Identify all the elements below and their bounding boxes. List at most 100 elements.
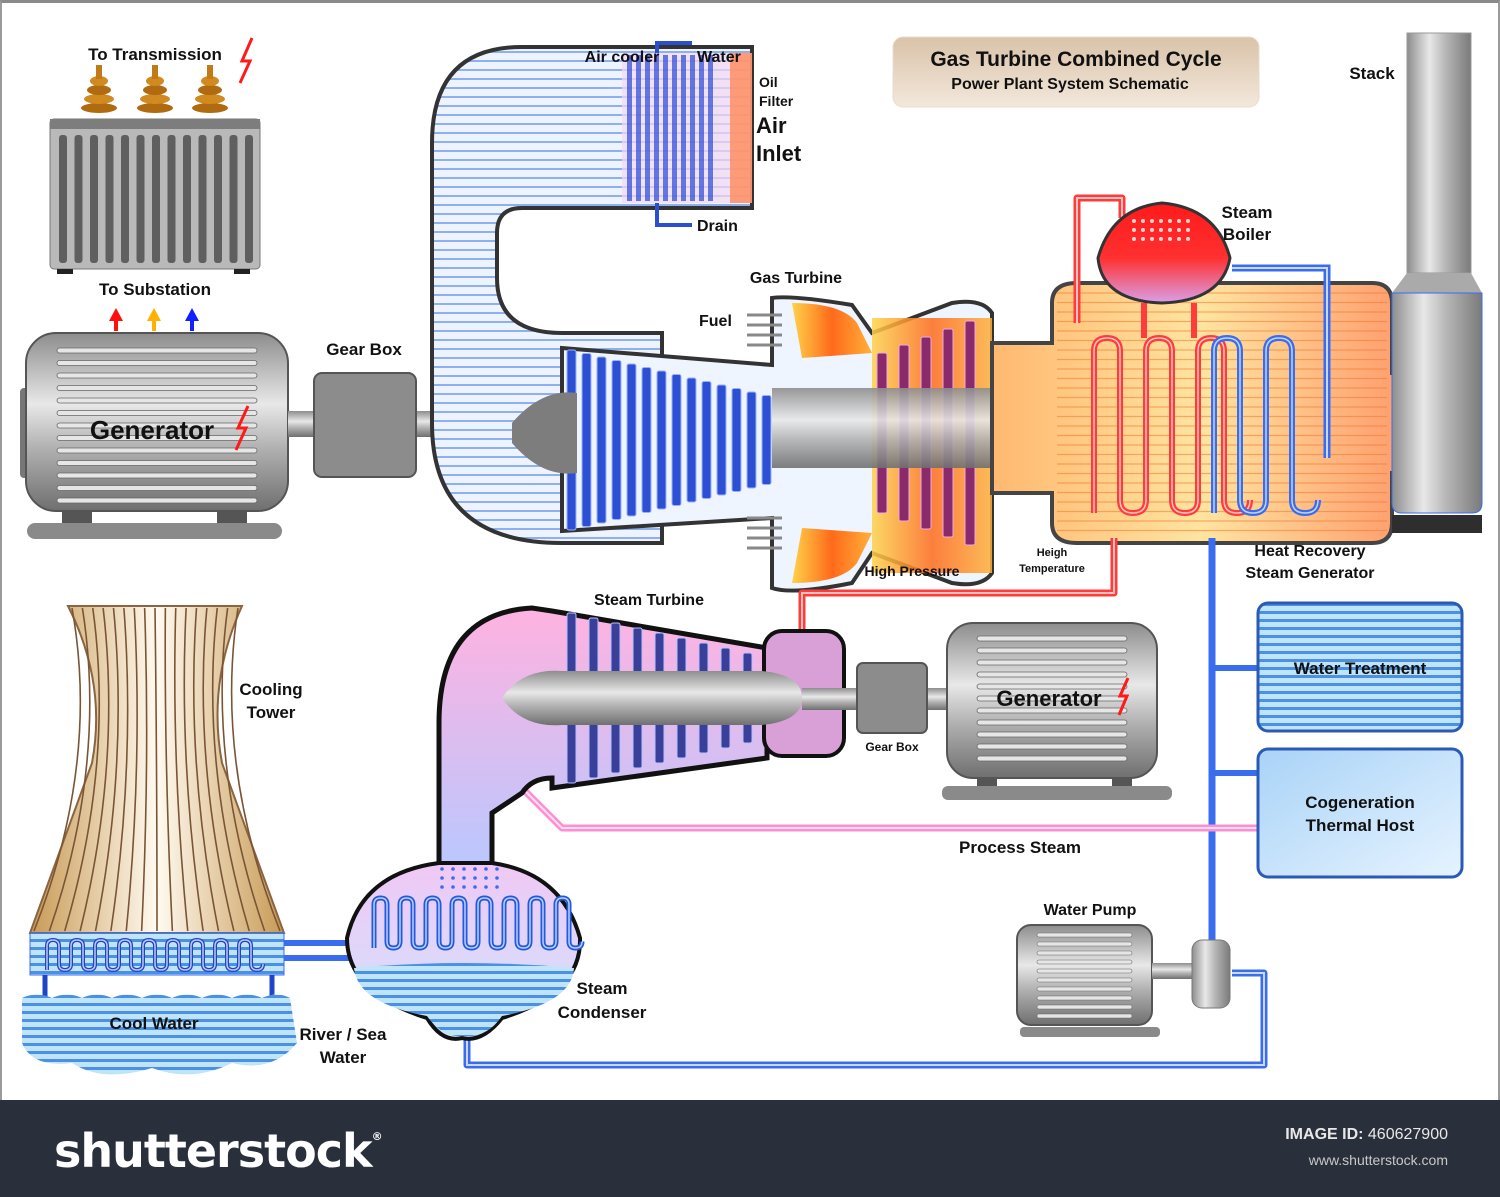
transformer-fin [136, 135, 145, 263]
bubble [1168, 219, 1172, 223]
generator-label: Generator [90, 415, 214, 445]
transformer-fin [152, 135, 160, 263]
bubble [1177, 237, 1181, 241]
tower-rib [140, 607, 148, 932]
lightning-icon [234, 405, 250, 451]
phase-arrow-icon [109, 308, 123, 331]
superheater-coil [1091, 303, 1253, 516]
vent-slot [976, 671, 1128, 678]
schematic-diagram: Gas Turbine Combined Cycle Power Plant S… [20, 32, 1483, 1075]
bubble [1141, 228, 1145, 232]
bubble [1150, 228, 1154, 232]
air-intake-duct: Air cooler Water Oil Filter Air Inlet Dr… [430, 41, 802, 545]
droplet [462, 876, 466, 880]
high-temp-label-1: Heigh [1037, 547, 1068, 559]
droplet [484, 885, 488, 889]
vent-slot [976, 707, 1128, 714]
transformer-fin [229, 135, 238, 263]
compressor-blade [596, 356, 607, 524]
steam-turbine-rotor [502, 670, 802, 726]
transformer: To Transmission To Substation [49, 37, 261, 331]
pump-impeller-housing [1191, 939, 1231, 1009]
vent-slot [976, 647, 1128, 654]
transformer-fin [121, 135, 129, 263]
cooler-tube [627, 55, 632, 201]
boiler-label: Boiler [1223, 225, 1272, 244]
tower-rib [192, 607, 220, 932]
inlet-label: Inlet [756, 141, 802, 166]
transformer-fin [59, 135, 67, 263]
boiler-bubbles [1132, 219, 1190, 241]
water-pump-label: Water Pump [1044, 902, 1137, 919]
vent-slot [976, 635, 1128, 642]
compressor-blade [656, 370, 667, 510]
droplet [484, 867, 488, 871]
vent-slot [56, 460, 258, 466]
cooler-tube [663, 55, 668, 201]
generator-vents [976, 635, 1128, 762]
tower-coil-tube-highlight [46, 939, 264, 971]
river-label-2: Water [320, 1048, 367, 1067]
vent-slot [976, 683, 1128, 690]
gearbox-steam-label: Gear Box [865, 740, 919, 754]
site-link[interactable]: www.shutterstock.com [1308, 1152, 1448, 1168]
cogen-label-1: Cogeneration [1305, 793, 1415, 812]
vent-slot [1036, 977, 1133, 983]
vent-slot [56, 497, 258, 504]
vent-slot [1036, 968, 1133, 974]
droplet [462, 885, 466, 889]
bubble [1132, 228, 1136, 232]
phase-arrow-icon [147, 308, 161, 331]
transformer-fin [214, 135, 222, 263]
filter-label: Filter [759, 93, 794, 109]
brand-logo[interactable]: shutterstock® [54, 1124, 383, 1178]
oil-label: Oil [759, 74, 778, 90]
compressor-blade [716, 384, 727, 496]
condenser-label-2: Condenser [558, 1003, 647, 1022]
tower-rib [48, 607, 91, 932]
bubble [1168, 237, 1172, 241]
tower-rib [63, 607, 101, 932]
bushing-icon [137, 65, 173, 113]
drain-label: Drain [697, 218, 738, 235]
droplet [440, 876, 444, 880]
steam-generator: Generator [942, 622, 1172, 800]
vent-slot [976, 743, 1128, 750]
gearbox-steam [856, 662, 928, 734]
droplet [451, 867, 455, 871]
droplet [495, 885, 499, 889]
to-transmission-label: To Transmission [88, 45, 222, 64]
water-treatment-box: Water Treatment [1256, 601, 1464, 733]
vent-slot [1036, 950, 1133, 956]
condenser-coil [371, 895, 585, 951]
steam-condenser: Steam Condenser [344, 861, 647, 1041]
vent-slot [976, 659, 1128, 666]
transformer-fin [105, 135, 114, 263]
title-box [892, 36, 1260, 108]
tower-coil [45, 938, 265, 972]
vent-slot [1036, 1004, 1133, 1010]
bubble [1159, 228, 1163, 232]
vent-slot [56, 435, 258, 441]
steam-turbine-label: Steam Turbine [594, 592, 704, 609]
lightning-icon [238, 37, 254, 84]
droplet [495, 867, 499, 871]
tower-rib [211, 607, 251, 932]
transformer-fin [183, 135, 191, 263]
bubble [1168, 228, 1172, 232]
schematic-canvas: Gas Turbine Combined Cycle Power Plant S… [0, 0, 1500, 1100]
vent-slot [56, 410, 258, 416]
droplet [495, 876, 499, 880]
transformer-fin [198, 135, 207, 263]
steam-turbine: Steam Turbine Gear Box [436, 592, 947, 876]
bubble [1132, 237, 1136, 241]
tower-rib [230, 607, 281, 932]
vent-slot [56, 422, 258, 429]
droplet [462, 867, 466, 871]
bubble [1141, 219, 1145, 223]
transformer-fin [167, 135, 176, 263]
water-pump: Water Pump [1016, 902, 1231, 1037]
tower-rib [94, 607, 119, 932]
air-cooler-coils [627, 55, 713, 201]
pipe-network [282, 538, 1268, 1069]
